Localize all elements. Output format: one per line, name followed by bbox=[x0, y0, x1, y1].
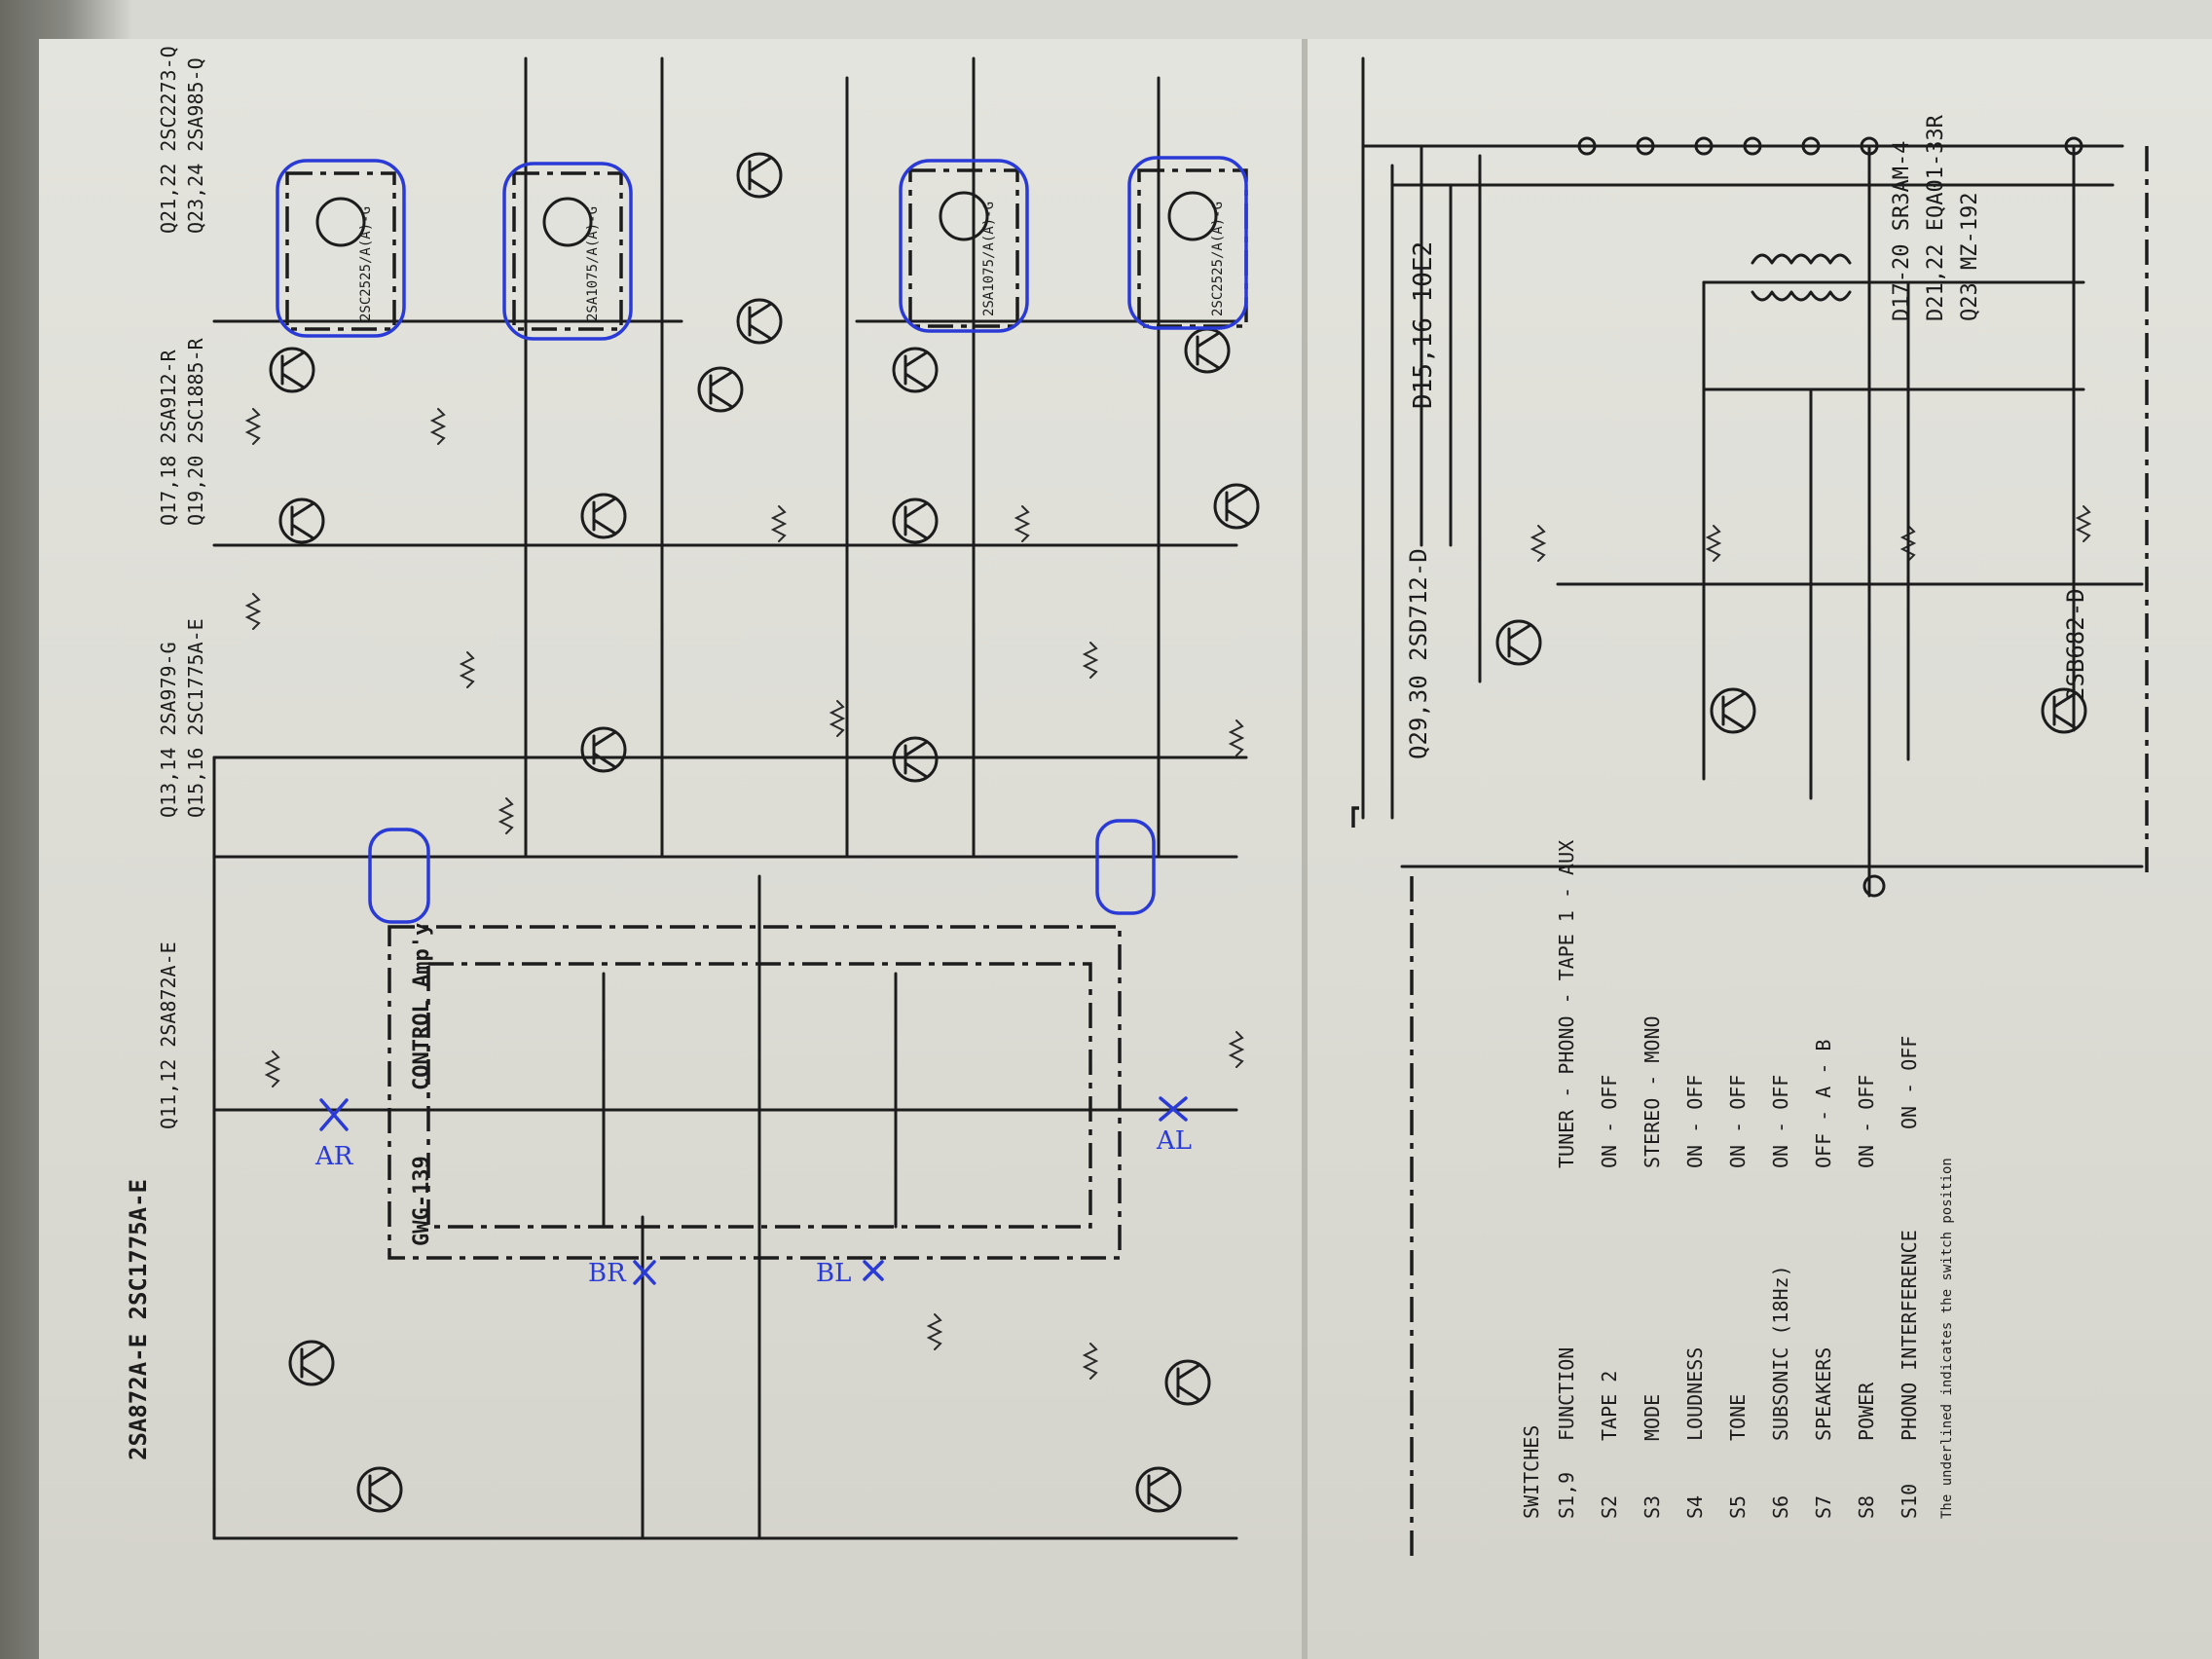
switch-id: S6 bbox=[1769, 1495, 1792, 1519]
mark-AL bbox=[1159, 1096, 1188, 1122]
part-number: Q19,20 2SC1885-R bbox=[184, 337, 207, 526]
switch-id: S2 bbox=[1598, 1495, 1621, 1519]
bus-lines bbox=[212, 56, 1248, 1540]
switch-id: S8 bbox=[1855, 1495, 1878, 1519]
label-AR: AR bbox=[314, 1142, 354, 1171]
control-amp-block bbox=[387, 925, 1122, 1260]
header-part-numbers: 2SA872A-E 2SC1775A-E Q11,12 2SA872A-E Q1… bbox=[125, 46, 207, 1460]
switch-row: S2 TAPE 2 ON - OFF bbox=[1598, 1075, 1621, 1519]
transistor-label: 2SA1075/A(A)-G bbox=[981, 202, 997, 316]
part-number: Q17,18 2SA912-R bbox=[157, 349, 180, 526]
switch-name: LOUDNESS bbox=[1683, 1347, 1707, 1441]
switch-row: S3 MODE STEREO - MONO bbox=[1641, 1015, 1664, 1519]
switch-row: S5 TONE ON - OFF bbox=[1726, 1075, 1750, 1519]
switch-row: S4 LOUDNESS ON - OFF bbox=[1683, 1075, 1707, 1519]
blue-highlight-circle bbox=[368, 828, 430, 924]
output-transistor-blocks bbox=[285, 168, 1248, 331]
switch-id: S10 bbox=[1898, 1484, 1921, 1519]
blue-highlight-circle bbox=[899, 159, 1029, 333]
switch-name: TONE bbox=[1726, 1394, 1750, 1441]
label-BR: BR bbox=[588, 1259, 627, 1288]
switch-row: S10 PHONO INTERFERENCE ON - OFF bbox=[1898, 1036, 1921, 1519]
control-amp-board-label: GWG-139 bbox=[410, 1156, 434, 1246]
switch-positions: ON - OFF bbox=[1726, 1075, 1750, 1168]
switch-row: S6 SUBSONIC (18Hz) ON - OFF bbox=[1769, 1075, 1792, 1519]
switch-positions: ON - OFF bbox=[1683, 1075, 1707, 1168]
switch-positions: STEREO - MONO bbox=[1641, 1015, 1664, 1168]
switch-name: MODE bbox=[1641, 1394, 1664, 1441]
switch-positions: OFF - A - B bbox=[1812, 1040, 1835, 1168]
switch-row: S7 SPEAKERS OFF - A - B bbox=[1812, 1040, 1835, 1519]
switches-table: SWITCHES S1,9 FUNCTION TUNER - PHONO - T… bbox=[1520, 840, 1955, 1519]
part-number: D15,16 10E2 bbox=[1409, 241, 1438, 409]
switch-row: S8 POWER ON - OFF bbox=[1855, 1075, 1878, 1519]
switch-name: TAPE 2 bbox=[1598, 1371, 1621, 1441]
part-number: Q23,24 2SA985-Q bbox=[184, 57, 207, 234]
transistor-label: 2SA1075/A(A)-G bbox=[585, 206, 601, 321]
switch-positions: ON - OFF bbox=[1855, 1075, 1878, 1168]
part-number: Q29,30 2SD712-D bbox=[1405, 548, 1432, 759]
control-amp-label: CONTROL Amp'y bbox=[410, 923, 434, 1090]
blue-highlight-circle bbox=[1127, 156, 1248, 330]
blue-highlight-circle bbox=[502, 162, 633, 341]
label-AL: AL bbox=[1156, 1126, 1192, 1156]
part-number: D21,22 EQA01-33R bbox=[1924, 114, 1948, 321]
blue-highlight-circle bbox=[276, 159, 406, 338]
part-number: 2SB682-D bbox=[2062, 588, 2089, 701]
transistors bbox=[269, 152, 2087, 1513]
switch-name: POWER bbox=[1855, 1382, 1878, 1441]
switches-footnote: The underlined indicates the switch posi… bbox=[1939, 1158, 1955, 1519]
switch-name: PHONO INTERFERENCE bbox=[1898, 1230, 1921, 1441]
blue-highlight-circle bbox=[1095, 819, 1156, 915]
transistor-label: 2SC2525/A(A)-G bbox=[358, 206, 374, 321]
power-supply-section bbox=[1351, 56, 2149, 1558]
transistor-label: 2SC2525/A(A)-G bbox=[1210, 202, 1226, 316]
switch-id: S3 bbox=[1641, 1495, 1664, 1519]
switch-id: S4 bbox=[1683, 1495, 1707, 1519]
mark-AR bbox=[319, 1098, 349, 1131]
switch-id: S5 bbox=[1726, 1495, 1750, 1519]
switch-positions: ON - OFF bbox=[1898, 1036, 1921, 1129]
resistors bbox=[244, 408, 2092, 1380]
part-number: 2SA872A-E 2SC1775A-E bbox=[125, 1179, 152, 1460]
switch-name: FUNCTION bbox=[1555, 1347, 1578, 1441]
switch-positions: ON - OFF bbox=[1769, 1075, 1792, 1168]
part-number: Q23 MZ-192 bbox=[1958, 193, 1982, 321]
label-BL: BL bbox=[816, 1259, 851, 1288]
switch-row: S1,9 FUNCTION TUNER - PHONO - TAPE 1 - A… bbox=[1555, 840, 1578, 1519]
part-number: D17-20 SR3AM-4 bbox=[1890, 141, 1914, 321]
switch-id: S1,9 bbox=[1555, 1472, 1578, 1519]
blue-annotations bbox=[276, 156, 1248, 1285]
schematic-page bbox=[39, 39, 2212, 1659]
part-number: Q13,14 2SA979-G bbox=[157, 642, 180, 818]
part-number: Q15,16 2SC1775A-E bbox=[184, 618, 207, 818]
part-number: Q11,12 2SA872A-E bbox=[157, 941, 180, 1129]
switch-positions: TUNER - PHONO - TAPE 1 - AUX bbox=[1555, 840, 1578, 1168]
switch-name: SPEAKERS bbox=[1812, 1347, 1835, 1441]
switch-name: SUBSONIC (18Hz) bbox=[1769, 1265, 1792, 1441]
mark-BL bbox=[863, 1260, 884, 1281]
switches-title: SWITCHES bbox=[1520, 1425, 1543, 1519]
switch-id: S7 bbox=[1812, 1495, 1835, 1519]
switch-positions: ON - OFF bbox=[1598, 1075, 1621, 1168]
mark-BR bbox=[633, 1260, 656, 1285]
part-number: Q21,22 2SC2273-Q bbox=[157, 46, 180, 234]
